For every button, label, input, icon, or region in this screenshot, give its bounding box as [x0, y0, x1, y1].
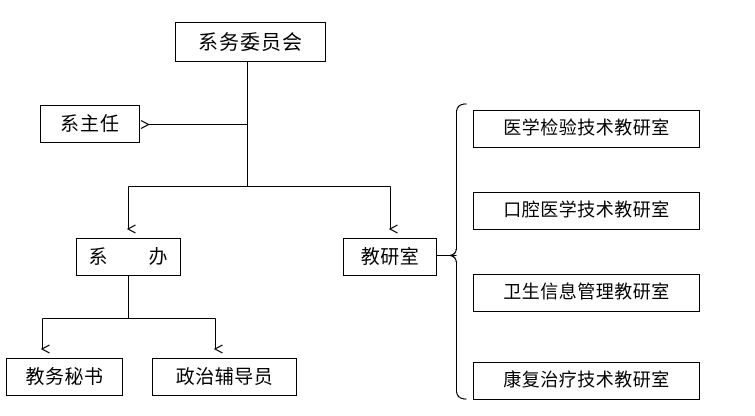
node-department-health-info[interactable]: 卫生信息管理教研室	[473, 274, 700, 312]
node-office-label: 系 办	[88, 245, 169, 268]
node-academic-secretary[interactable]: 教务秘书	[6, 358, 123, 396]
node-department-health-info-label: 卫生信息管理教研室	[503, 282, 670, 303]
node-department-dental-tech[interactable]: 口腔医学技术教研室	[473, 192, 700, 230]
node-political-counselor-label: 政治辅导员	[175, 365, 274, 388]
node-department-dental-tech-label: 口腔医学技术教研室	[503, 200, 670, 221]
node-committee[interactable]: 系务委员会	[175, 22, 326, 62]
node-teaching-office-label: 教研室	[360, 245, 420, 268]
node-committee-label: 系务委员会	[198, 30, 303, 54]
node-department-rehab-therapy-label: 康复治疗技术教研室	[503, 370, 670, 391]
brace-right	[448, 103, 467, 400]
node-political-counselor[interactable]: 政治辅导员	[152, 358, 297, 396]
node-office[interactable]: 系 办	[76, 238, 181, 276]
node-department-head[interactable]: 系主任	[40, 105, 140, 143]
node-department-medical-lab[interactable]: 医学检验技术教研室	[473, 110, 700, 148]
node-department-medical-lab-label: 医学检验技术教研室	[503, 118, 670, 139]
node-teaching-office[interactable]: 教研室	[343, 238, 437, 276]
node-department-rehab-therapy[interactable]: 康复治疗技术教研室	[473, 362, 700, 400]
node-academic-secretary-label: 教务秘书	[25, 365, 104, 388]
node-department-head-label: 系主任	[59, 112, 120, 135]
